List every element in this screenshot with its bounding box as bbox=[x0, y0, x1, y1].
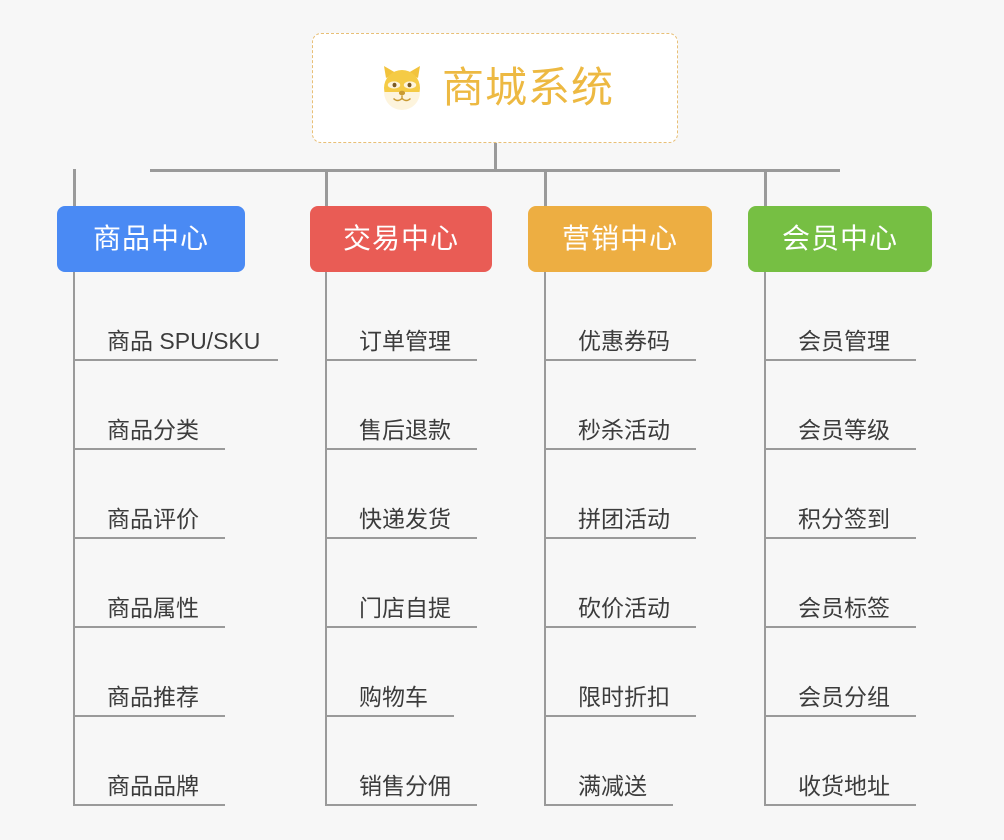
leaf-item-underline bbox=[325, 448, 477, 450]
leaf-column-3: 优惠券码秒杀活动拼团活动砍价活动限时折扣满减送 bbox=[544, 272, 696, 806]
leaf-item-label: 会员等级 bbox=[798, 416, 890, 443]
leaf-column-2: 订单管理售后退款快递发货门店自提购物车销售分佣 bbox=[325, 272, 477, 806]
connector-drop-2 bbox=[325, 169, 328, 206]
leaf-item-label: 会员分组 bbox=[798, 683, 890, 710]
leaf-item[interactable]: 会员管理 bbox=[764, 272, 916, 361]
leaf-column-1: 商品 SPU/SKU 商品分类商品评价商品属性商品推荐商品品牌 bbox=[73, 272, 278, 806]
leaf-item[interactable]: 砍价活动 bbox=[544, 539, 696, 628]
shiba-dog-face-icon bbox=[376, 62, 428, 114]
leaf-item-label: 会员标签 bbox=[798, 594, 890, 621]
leaf-item[interactable]: 拼团活动 bbox=[544, 450, 696, 539]
leaf-item-label: 优惠券码 bbox=[578, 327, 670, 354]
leaf-item[interactable]: 快递发货 bbox=[325, 450, 477, 539]
leaf-item-label: 积分签到 bbox=[798, 505, 890, 532]
leaf-item-label: 门店自提 bbox=[359, 594, 451, 621]
leaf-item[interactable]: 商品分类 bbox=[73, 361, 260, 450]
connector-root-stem bbox=[494, 143, 497, 171]
leaf-item[interactable]: 商品 SPU/SKU bbox=[73, 272, 278, 361]
root-node-mall-system[interactable]: 商城系统 bbox=[312, 33, 678, 143]
leaf-item-label: 满减送 bbox=[578, 772, 647, 799]
leaf-item-underline bbox=[544, 537, 696, 539]
category-box-1[interactable]: 商品中心 bbox=[57, 206, 245, 272]
leaf-item-label: 商品属性 bbox=[107, 594, 199, 621]
leaf-item-underline bbox=[325, 537, 477, 539]
leaf-item-underline bbox=[73, 359, 278, 361]
leaf-item[interactable]: 秒杀活动 bbox=[544, 361, 696, 450]
leaf-item-underline bbox=[544, 715, 696, 717]
leaf-item[interactable]: 商品属性 bbox=[73, 539, 260, 628]
leaf-item-label: 商品品牌 bbox=[107, 772, 199, 799]
category-label: 商品中心 bbox=[92, 223, 209, 254]
leaf-item[interactable]: 会员等级 bbox=[764, 361, 916, 450]
leaf-spine bbox=[73, 272, 75, 806]
category-box-4[interactable]: 会员中心 bbox=[748, 206, 932, 272]
category-label: 会员中心 bbox=[781, 223, 898, 254]
leaf-item-label: 限时折扣 bbox=[578, 683, 670, 710]
leaf-item[interactable]: 销售分佣 bbox=[325, 717, 477, 806]
leaf-item-underline bbox=[764, 804, 916, 806]
category-label: 交易中心 bbox=[342, 223, 459, 254]
leaf-item-underline bbox=[764, 359, 916, 361]
leaf-item[interactable]: 会员标签 bbox=[764, 539, 916, 628]
leaf-item-underline bbox=[73, 537, 225, 539]
leaf-item-underline bbox=[544, 359, 696, 361]
leaf-item[interactable]: 购物车 bbox=[325, 628, 454, 717]
leaf-item-label: 订单管理 bbox=[359, 327, 451, 354]
leaf-item-underline bbox=[325, 359, 477, 361]
leaf-item-underline bbox=[73, 626, 225, 628]
leaf-column-4: 会员管理会员等级积分签到会员标签会员分组收货地址 bbox=[764, 272, 916, 806]
leaf-item[interactable]: 满减送 bbox=[544, 717, 673, 806]
leaf-item-label: 商品 SPU/SKU bbox=[107, 327, 261, 354]
connector-drop-4 bbox=[764, 169, 767, 206]
leaf-item-label: 商品分类 bbox=[107, 416, 199, 443]
leaf-item[interactable]: 商品推荐 bbox=[73, 628, 260, 717]
leaf-item-underline bbox=[544, 448, 696, 450]
leaf-item-underline bbox=[764, 537, 916, 539]
leaf-item[interactable]: 会员分组 bbox=[764, 628, 916, 717]
leaf-item-label: 秒杀活动 bbox=[578, 416, 670, 443]
leaf-item[interactable]: 积分签到 bbox=[764, 450, 916, 539]
leaf-item-underline bbox=[764, 448, 916, 450]
leaf-spine bbox=[544, 272, 546, 806]
leaf-item[interactable]: 商品评价 bbox=[73, 450, 260, 539]
leaf-item-underline bbox=[73, 715, 225, 717]
category-label: 营销中心 bbox=[561, 223, 678, 254]
leaf-item-underline bbox=[325, 715, 454, 717]
connector-drop-3 bbox=[544, 169, 547, 206]
leaf-item[interactable]: 商品品牌 bbox=[73, 717, 260, 806]
leaf-item[interactable]: 收货地址 bbox=[764, 717, 916, 806]
leaf-spine bbox=[325, 272, 327, 806]
leaf-spine bbox=[764, 272, 766, 806]
leaf-item[interactable]: 售后退款 bbox=[325, 361, 477, 450]
leaf-item-label: 砍价活动 bbox=[578, 594, 670, 621]
leaf-item-underline bbox=[764, 626, 916, 628]
leaf-item[interactable]: 订单管理 bbox=[325, 272, 477, 361]
category-box-3[interactable]: 营销中心 bbox=[528, 206, 712, 272]
leaf-item[interactable]: 门店自提 bbox=[325, 539, 477, 628]
leaf-item-label: 售后退款 bbox=[359, 416, 451, 443]
leaf-item-label: 快递发货 bbox=[359, 505, 451, 532]
leaf-item-label: 会员管理 bbox=[798, 327, 890, 354]
leaf-item-label: 购物车 bbox=[359, 683, 428, 710]
connector-drop-1 bbox=[73, 169, 76, 206]
leaf-item[interactable]: 优惠券码 bbox=[544, 272, 696, 361]
leaf-item-label: 拼团活动 bbox=[578, 505, 670, 532]
leaf-item-underline bbox=[73, 804, 225, 806]
leaf-item-underline bbox=[325, 804, 477, 806]
leaf-item-underline bbox=[544, 804, 673, 806]
category-box-2[interactable]: 交易中心 bbox=[310, 206, 492, 272]
connector-horizontal-bus bbox=[150, 169, 840, 172]
leaf-item[interactable]: 限时折扣 bbox=[544, 628, 696, 717]
root-title: 商城系统 bbox=[441, 64, 614, 111]
leaf-item-underline bbox=[325, 626, 477, 628]
leaf-item-underline bbox=[544, 626, 696, 628]
leaf-item-underline bbox=[764, 715, 916, 717]
leaf-item-label: 销售分佣 bbox=[359, 772, 451, 799]
leaf-item-label: 商品推荐 bbox=[107, 683, 199, 710]
leaf-item-underline bbox=[73, 448, 225, 450]
leaf-item-label: 收货地址 bbox=[798, 772, 890, 799]
leaf-item-label: 商品评价 bbox=[107, 505, 199, 532]
